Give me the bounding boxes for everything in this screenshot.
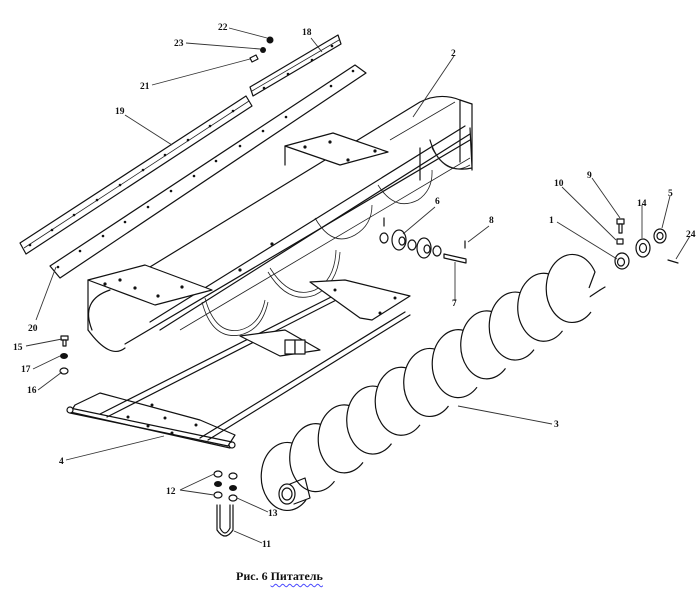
short-strip-part-18 bbox=[249, 34, 342, 97]
callout-16: 16 bbox=[27, 386, 37, 396]
callout-4: 4 bbox=[59, 457, 64, 467]
callout-12: 12 bbox=[166, 487, 176, 497]
auger-part-3 bbox=[260, 253, 606, 512]
callout-8: 8 bbox=[489, 216, 494, 226]
u-bolt-group bbox=[213, 470, 238, 537]
callout-18: 18 bbox=[302, 28, 312, 38]
callout-11: 11 bbox=[262, 540, 271, 550]
callout-5: 5 bbox=[668, 189, 673, 199]
callout-9: 9 bbox=[587, 171, 592, 181]
callout-15: 15 bbox=[13, 343, 23, 353]
top-fasteners bbox=[249, 36, 274, 63]
callout-22: 22 bbox=[218, 23, 228, 33]
callout-20: 20 bbox=[28, 324, 38, 334]
callout-10: 10 bbox=[554, 179, 564, 189]
callout-14: 14 bbox=[637, 199, 647, 209]
leader-lines bbox=[25, 27, 691, 544]
left-fasteners bbox=[59, 335, 69, 375]
pulley-assembly bbox=[379, 217, 467, 264]
caption-prefix: Рис. 6 bbox=[236, 569, 268, 583]
callout-7: 7 bbox=[452, 299, 457, 309]
callout-13: 13 bbox=[268, 509, 278, 519]
callout-3: 3 bbox=[554, 420, 559, 430]
bearing-fastener-group bbox=[614, 218, 679, 270]
callout-2: 2 bbox=[451, 49, 456, 59]
long-strip-part-19 bbox=[19, 95, 253, 255]
housing-part-2 bbox=[87, 95, 473, 352]
plate-strip-part-20 bbox=[49, 64, 367, 279]
callout-21: 21 bbox=[140, 82, 150, 92]
callout-labels: 22 23 21 18 2 19 20 15 17 16 4 6 8 7 3 1… bbox=[13, 23, 696, 550]
callout-17: 17 bbox=[21, 365, 31, 375]
caption-title: Питатель bbox=[270, 569, 323, 583]
callout-6: 6 bbox=[435, 197, 440, 207]
callout-23: 23 bbox=[174, 39, 184, 49]
auger-flight bbox=[545, 253, 596, 324]
callout-24: 24 bbox=[686, 230, 696, 240]
callout-19: 19 bbox=[115, 107, 125, 117]
bottom-frame-part-4 bbox=[66, 279, 411, 449]
figure-caption: Рис. 6 Питатель bbox=[236, 569, 323, 584]
callout-1: 1 bbox=[549, 216, 554, 226]
